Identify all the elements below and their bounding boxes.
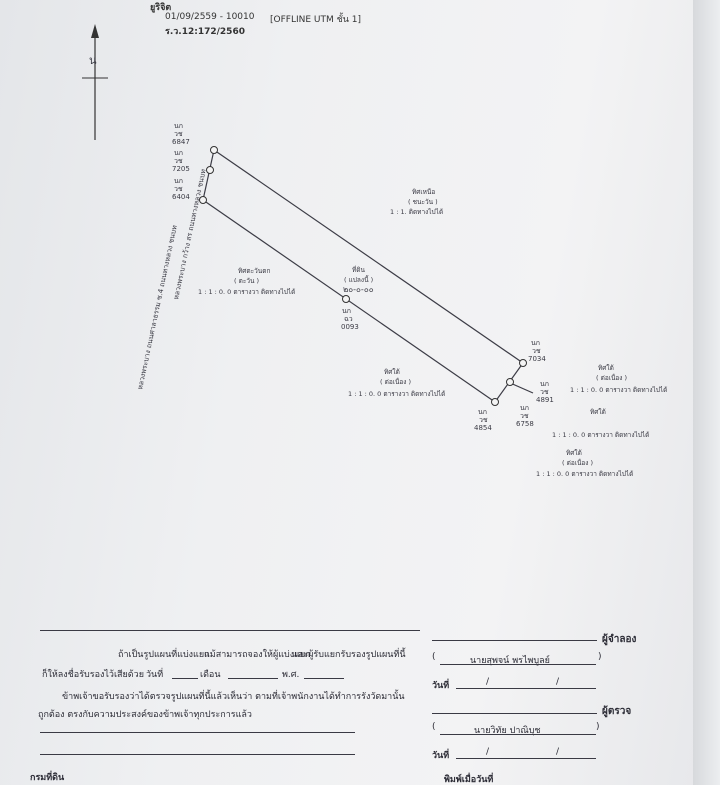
- date-slash: /: [556, 747, 560, 757]
- department-label: กรมที่ดิน: [30, 773, 65, 783]
- parcel-main-owner: ( แปลงนี้ ): [344, 275, 373, 284]
- parcel-e1-detail: 1 : 1 : 0. 0 ตารางวา ติดทางไปได้: [570, 386, 667, 394]
- parcel-main-name: ที่ดิน: [352, 265, 366, 274]
- form-line2-month: เดือน: [200, 670, 221, 680]
- marker-dot: [206, 166, 214, 174]
- marker-label: 6847: [172, 138, 190, 146]
- marker-label: วช: [520, 412, 529, 420]
- marker-label: วช: [174, 130, 183, 138]
- form-line1-c: และผู้รับแยกรับรองรูปแผนที่นี้: [292, 650, 406, 660]
- paper-edge: [693, 0, 720, 785]
- parcel-north-detail: 1 : 1. ติดทางไปได้: [390, 208, 443, 216]
- marker-points: [199, 146, 527, 406]
- header-date-id: 01/09/2559 - 10010: [165, 12, 255, 22]
- marker-label: นก: [174, 149, 183, 157]
- marker-label: วช: [174, 185, 183, 193]
- header-reference: ร.ว.12:172/2560: [165, 27, 245, 37]
- date-slash: /: [486, 677, 490, 687]
- marker-label: นก: [174, 122, 183, 130]
- surveyor-paren-close: ): [598, 652, 602, 662]
- day-line[interactable]: [172, 678, 198, 679]
- parcel-e1-owner: ( ต่อเนื่อง ): [596, 373, 627, 382]
- surveyor-name-line: [440, 664, 596, 665]
- parcel-north-name: ทิศเหนือ: [412, 188, 435, 196]
- checker-name: นายวิทัย ปาณิบุช: [474, 726, 541, 736]
- checker-role: ผู้ตรวจ: [602, 706, 632, 717]
- form-line4: ถูกต้อง ตรงกับความประสงค์ของข้าพเจ้าทุกป…: [38, 710, 252, 720]
- parcel-e3-owner: ( ต่อเนื่อง ): [562, 458, 593, 467]
- marker-label: วช: [540, 388, 549, 396]
- parcel-e3-detail: 1 : 1 : 0. 0 ตารางวา ติดทางไปได้: [536, 470, 633, 478]
- parcel-west-detail: 1 : 1 : 0. 0 ตารางวา ติดทางไปได้: [198, 288, 295, 296]
- date-slash: /: [486, 747, 490, 757]
- month-line[interactable]: [228, 678, 278, 679]
- north-label: น: [89, 54, 97, 67]
- parcel-e2-name: ทิศใต้: [590, 408, 606, 416]
- side-text-left: หลวงพระบาง ถนนศาลาธรรม ซ.4 ถนนทางหลวง ชน…: [136, 224, 179, 390]
- marker-label: 4891: [536, 396, 554, 404]
- marker-label: นก: [174, 177, 183, 185]
- marker-label: 4854: [474, 424, 492, 432]
- signature-line[interactable]: [40, 732, 355, 733]
- signature-line[interactable]: [40, 754, 355, 755]
- parcel-west-owner: ( ตะวัน ): [234, 277, 259, 285]
- header-title: ยูริจิต: [150, 3, 172, 13]
- checker-paren-close: ): [596, 722, 600, 732]
- parcel-south-detail: 1 : 1 : 0. 0 ตารางวา ติดทางไปได้: [348, 390, 445, 398]
- checker-date-line[interactable]: [456, 758, 596, 759]
- signature-line-surveyor: [432, 640, 597, 641]
- parcel-south-owner: ( ต่อเนื่อง ): [380, 377, 411, 386]
- marker-label: 6404: [172, 193, 190, 201]
- surveyor-paren-open: (: [432, 652, 436, 662]
- survey-plot: น หลวงพระบาง ถนนศาลาธรรม ซ.4 ถนนทางหลวง …: [82, 24, 667, 478]
- print-date-label: พิมพ์เมื่อวันที่: [444, 775, 494, 785]
- marker-dot: [342, 295, 350, 303]
- marker-dot: [491, 398, 499, 406]
- marker-label: วช: [532, 347, 541, 355]
- parcel-north-owner: ( ชนะวัน ): [408, 198, 438, 206]
- checker-date-label: วันที่: [432, 751, 450, 761]
- year-line[interactable]: [304, 678, 344, 679]
- parcel-e1-name: ทิศใต้: [598, 364, 614, 372]
- marker-label: วช: [479, 416, 488, 424]
- marker-label: นก: [342, 307, 351, 315]
- marker-label: นก: [540, 380, 549, 388]
- form-line2-a: ก็ให้ลงชื่อรับรองไว้เสียด้วย: [42, 670, 144, 680]
- surveyor-date-line[interactable]: [456, 688, 596, 689]
- date-slash: /: [556, 677, 560, 687]
- marker-label: นก: [531, 339, 540, 347]
- marker-label: นก: [478, 408, 487, 416]
- marker-label: ฉว: [344, 315, 353, 323]
- checker-paren-open: (: [432, 722, 436, 732]
- parcel-e3-name: ทิศใต้: [566, 449, 582, 457]
- marker-dot: [210, 146, 218, 154]
- marker-label: 7205: [172, 165, 190, 173]
- marker-dot: [519, 359, 527, 367]
- marker-label: 0093: [341, 323, 359, 331]
- marker-dot: [506, 378, 514, 386]
- form-rule: [40, 630, 420, 631]
- marker-label: 7034: [528, 355, 546, 363]
- surveyor-role: ผู้จำลอง: [602, 634, 637, 645]
- parcel-main-area: ๒๐-๐-๐๐: [343, 285, 374, 294]
- form-line3: ข้าพเจ้าขอรับรองว่าได้ตรวจรูปแผนที่นี้แล…: [62, 692, 405, 702]
- surveyor-date-label: วันที่: [432, 681, 450, 691]
- marker-dot: [199, 196, 207, 204]
- checker-name-line: [440, 734, 596, 735]
- north-arrow-icon: น: [82, 24, 108, 140]
- header-offline-label: [OFFLINE UTM ชั้น 1]: [270, 15, 361, 25]
- form-line1-b: แม้สามารถจองให้ผู้แบ่งแยก: [204, 650, 311, 660]
- parcel-e2-detail: 1 : 1 : 0. 0 ตารางวา ติดทางไปได้: [552, 431, 649, 439]
- marker-label: วช: [174, 157, 183, 165]
- signature-line-checker: [432, 713, 597, 714]
- form-line2-day: วันที่: [146, 670, 164, 680]
- marker-label: นก: [520, 404, 529, 412]
- form-line1-a: ถ้าเป็นรูปแผนที่แบ่งแยก: [118, 650, 210, 660]
- parcel-south-name: ทิศใต้: [384, 368, 400, 376]
- surveyor-name: นายสุพจน์ พรไพบูลย์: [470, 656, 550, 666]
- marker-label: 6758: [516, 420, 534, 428]
- form-line2-year: พ.ศ.: [282, 670, 300, 680]
- parcel-west-name: ทิศตะวันตก: [238, 267, 270, 275]
